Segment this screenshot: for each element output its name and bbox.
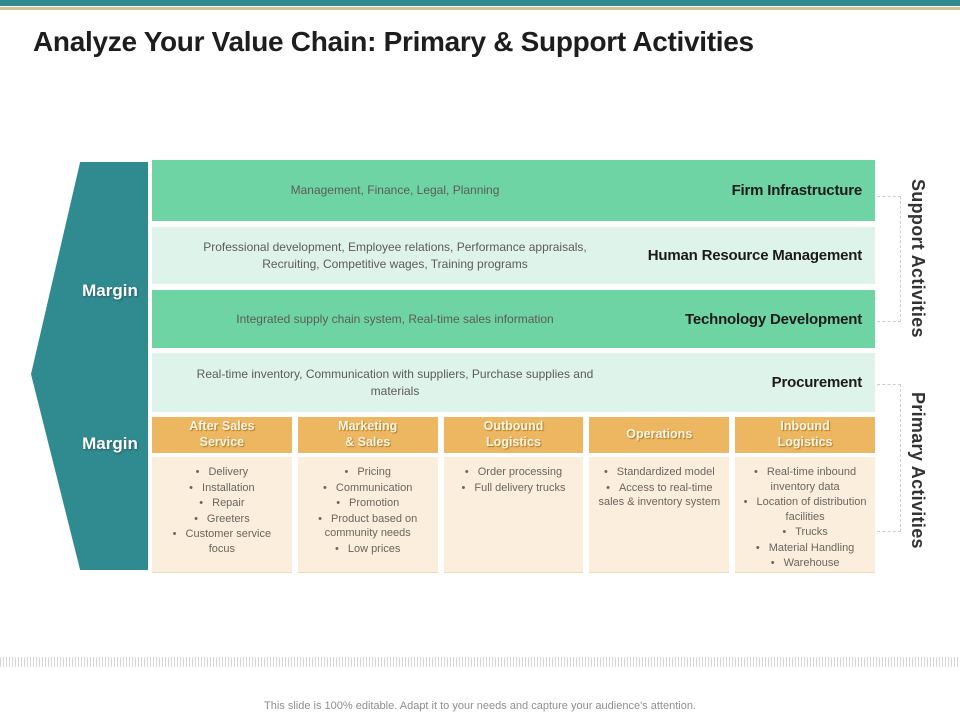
bullet-item: Location of distribution facilities: [742, 495, 868, 524]
bullet-item: Access to real-time sales & inventory sy…: [596, 481, 722, 510]
bullet-item: Low prices: [305, 542, 431, 557]
row-description: Real-time inventory, Communication with …: [196, 366, 594, 398]
row-description: Professional development, Employee relat…: [203, 239, 587, 271]
column-header: Marketing & Sales: [297, 417, 438, 453]
column-operations: Operations Standardized model Access to …: [589, 417, 730, 573]
bullet-item: Product based on community needs: [305, 512, 431, 541]
row-label: Procurement: [771, 374, 863, 391]
row-label: Technology Development: [684, 310, 862, 328]
column-header: Outbound Logistics: [443, 417, 584, 453]
margin-arrow-shape: [31, 162, 148, 570]
column-after-sales-service: After Sales Service Delivery Installatio…: [152, 417, 292, 573]
footer-note: This slide is 100% editable. Adapt it to…: [264, 700, 696, 712]
bullet-item: Customer service focus: [159, 527, 285, 556]
bullet-item: Installation: [159, 481, 285, 496]
column-header: Inbound Logistics: [735, 417, 875, 453]
row-label: Human Resource Management: [647, 247, 862, 264]
margin-label-top: Margin: [82, 281, 138, 300]
bullet-item: Standardized model: [596, 465, 722, 480]
row-description: Management, Finance, Legal, Planning: [290, 183, 500, 198]
bullet-item: Delivery: [159, 465, 285, 480]
column-body: Standardized model Access to real-time s…: [589, 457, 730, 573]
margin-label-bottom: Margin: [82, 434, 138, 453]
column-inbound-logistics: Inbound Logistics Real-time inbound inve…: [735, 417, 875, 573]
primary-activities-columns: After Sales Service Delivery Installatio…: [152, 417, 875, 573]
primary-activities-label: Primary Activities: [908, 391, 928, 549]
bullet-item: Greeters: [159, 512, 285, 527]
bullet-item: Real-time inbound inventory data: [742, 465, 868, 494]
row-human-resource-management: Professional development, Employee relat…: [152, 227, 875, 284]
bullet-item: Material Handling: [742, 541, 868, 556]
bullet-item: Repair: [159, 496, 285, 511]
row-firm-infrastructure: Management, Finance, Legal, Planning Fir…: [152, 160, 875, 221]
bullet-item: Full delivery trucks: [451, 481, 577, 496]
column-body: Order processing Full delivery trucks: [443, 457, 584, 573]
row-procurement: Real-time inventory, Communication with …: [152, 353, 875, 412]
bullet-item: Pricing: [305, 465, 431, 480]
slide-title: Analyze Your Value Chain: Primary & Supp…: [33, 26, 754, 57]
bullet-item: Warehouse: [742, 556, 868, 571]
row-technology-development: Integrated supply chain system, Real-tim…: [152, 290, 875, 348]
column-body: Pricing Communication Promotion Product …: [297, 457, 438, 573]
bullet-item: Promotion: [305, 496, 431, 511]
bullet-item: Order processing: [451, 465, 577, 480]
column-header: Operations: [589, 417, 730, 453]
column-body: Real-time inbound inventory data Locatio…: [735, 457, 875, 573]
column-marketing-sales: Marketing & Sales Pricing Communication …: [297, 417, 438, 573]
primary-activities-bracket: [877, 384, 901, 532]
decorative-tick-strip: [0, 657, 960, 667]
top-accent-bar: [0, 0, 960, 6]
top-accent-line: [0, 7, 960, 10]
support-activities-label: Support Activities: [908, 178, 928, 338]
support-activities-bracket: [877, 196, 901, 322]
column-outbound-logistics: Outbound Logistics Order processing Full…: [443, 417, 584, 573]
bullet-item: Trucks: [742, 525, 868, 540]
row-label: Firm Infrastructure: [731, 182, 863, 199]
column-body: Delivery Installation Repair Greeters Cu…: [152, 457, 292, 573]
column-header: After Sales Service: [152, 417, 292, 453]
bullet-item: Communication: [305, 481, 431, 496]
row-description: Integrated supply chain system, Real-tim…: [236, 311, 554, 326]
